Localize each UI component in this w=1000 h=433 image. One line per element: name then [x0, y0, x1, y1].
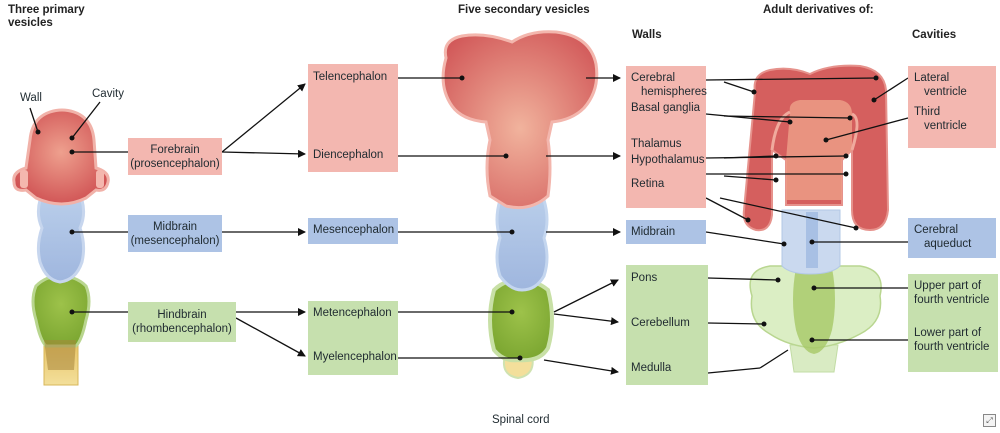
- header-adult-derivatives: Adult derivatives of:: [763, 4, 874, 16]
- midbrain-latin: (mesencephalon): [130, 234, 220, 247]
- lower-fourth-line2: fourth ventricle: [914, 341, 990, 353]
- basal-ganglia-label: Basal ganglia: [631, 102, 701, 114]
- hindbrain-name: Hindbrain: [157, 309, 207, 321]
- forebrain-latin: (prosencephalon): [130, 157, 220, 170]
- label-wall: Wall: [20, 92, 42, 104]
- header-cavities: Cavities: [912, 29, 957, 41]
- box-midbrain: Midbrain (mesencephalon): [128, 215, 222, 252]
- hypothalamus-label: Hypothalamus: [631, 154, 705, 166]
- box-hindbrain: Hindbrain (rhombencephalon): [128, 302, 236, 342]
- upper-fourth-line2: fourth ventricle: [914, 294, 990, 306]
- lateral-ventricle-label: ventricle: [924, 86, 967, 98]
- box-cerebral-aqueduct: Cerebral aqueduct: [908, 218, 996, 258]
- header-three-primary-vesicles: Three primary vesicles: [8, 4, 85, 29]
- telencephalon-label: Telencephalon: [313, 71, 388, 83]
- primary-vesicles-illustration: [12, 108, 110, 386]
- upper-fourth-line1: Upper part of: [914, 280, 982, 292]
- box-forebrain-walls: Cerebral hemispheres Basal ganglia Thala…: [626, 66, 707, 208]
- aqueduct-line2: aqueduct: [924, 238, 972, 250]
- connector-dots: [35, 75, 879, 361]
- mesencephalon-label: Mesencephalon: [313, 224, 395, 236]
- box-forebrain-cavities: Lateral ventricle Third ventricle: [908, 66, 996, 148]
- medulla-label: Medulla: [631, 362, 672, 374]
- adult-brain-illustration: [742, 64, 890, 373]
- third-label: Third: [914, 106, 941, 118]
- label-spinal-cord: Spinal cord: [492, 414, 550, 426]
- thalamus-label: Thalamus: [631, 138, 682, 150]
- cerebral-label: Cerebral: [631, 72, 676, 84]
- label-cavity: Cavity: [92, 88, 124, 100]
- aqueduct-line1: Cerebral: [914, 224, 959, 236]
- forebrain-name: Forebrain: [150, 143, 200, 156]
- retina-label: Retina: [631, 178, 665, 190]
- box-hindbrain-walls: Pons Cerebellum Medulla: [626, 265, 708, 385]
- third-ventricle-label: ventricle: [924, 120, 967, 132]
- secondary-vesicles-illustration: [441, 30, 599, 380]
- hemispheres-label: hemispheres: [641, 86, 707, 98]
- header-five-secondary-vesicles: Five secondary vesicles: [458, 4, 590, 16]
- hindbrain-latin: (rhombencephalon): [132, 323, 232, 335]
- metencephalon-label: Metencephalon: [313, 307, 392, 319]
- box-hindbrain-secondary: Metencephalon Myelencephalon: [308, 301, 398, 375]
- box-mesencephalon: Mesencephalon: [308, 218, 398, 244]
- midbrain-name: Midbrain: [152, 220, 198, 233]
- zoom-icon[interactable]: ⤢: [983, 414, 996, 427]
- cerebellum-label: Cerebellum: [631, 317, 690, 329]
- midbrain-wall-label: Midbrain: [631, 226, 676, 238]
- box-fourth-ventricle: Upper part of fourth ventricle Lower par…: [908, 274, 998, 372]
- box-forebrain: Forebrain (prosencephalon): [128, 138, 222, 175]
- header-walls: Walls: [632, 29, 662, 41]
- lower-fourth-line1: Lower part of: [914, 327, 982, 339]
- lateral-label: Lateral: [914, 72, 950, 84]
- myelencephalon-label: Myelencephalon: [313, 351, 397, 363]
- box-midbrain-walls: Midbrain: [626, 220, 706, 244]
- diencephalon-label: Diencephalon: [313, 149, 384, 161]
- pons-label: Pons: [631, 272, 658, 284]
- box-forebrain-secondary: Telencephalon Diencephalon: [308, 64, 398, 172]
